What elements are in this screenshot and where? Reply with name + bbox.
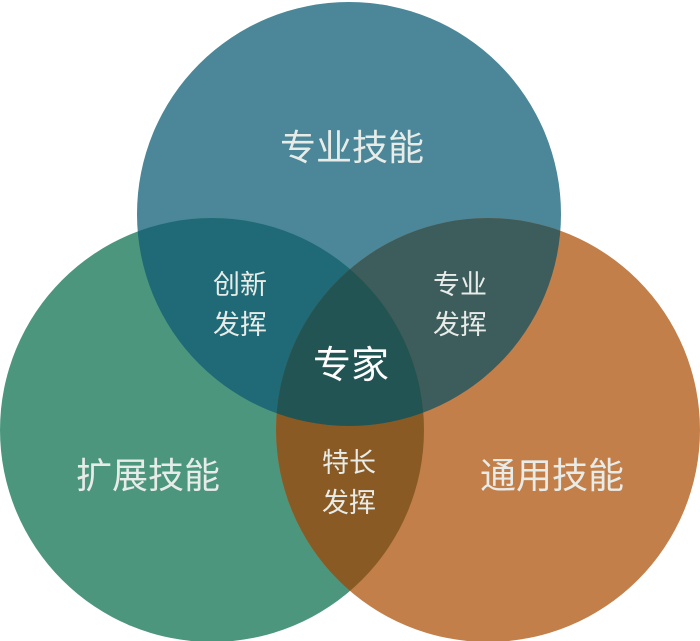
overlap-center — [276, 218, 424, 426]
label-expert: 专家 — [313, 343, 389, 387]
label-specialty-line1: 专业 — [433, 270, 487, 301]
label-strength-line1: 特长 — [322, 448, 376, 479]
label-extended-skills: 扩展技能 — [76, 456, 220, 497]
label-strength-line2: 发挥 — [322, 488, 376, 519]
label-specialty-line2: 发挥 — [433, 310, 487, 341]
label-general-skills: 通用技能 — [480, 456, 624, 497]
label-innovation-line1: 创新 — [213, 270, 267, 301]
label-innovation-line2: 发挥 — [213, 310, 267, 341]
label-professional-skills: 专业技能 — [280, 128, 424, 169]
